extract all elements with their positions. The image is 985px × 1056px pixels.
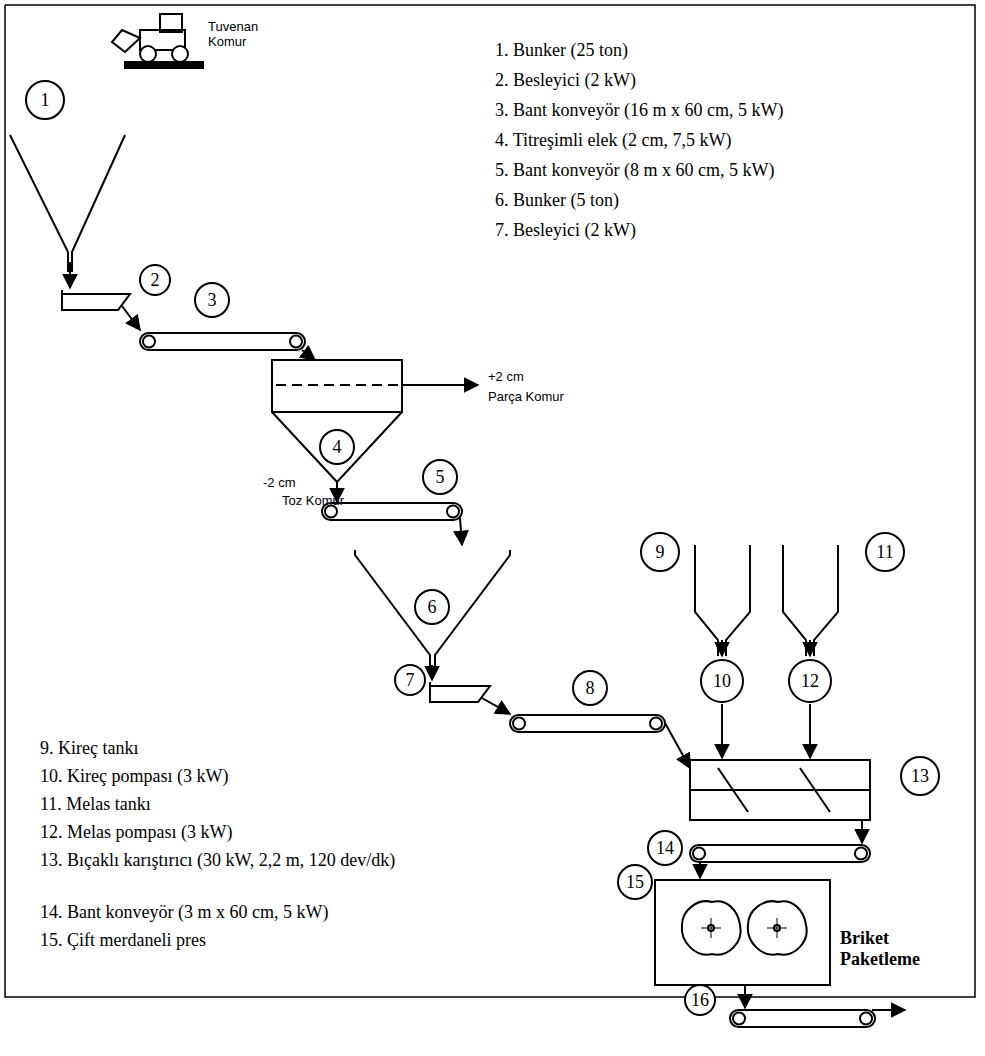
legend-item: 1. Bunker (25 ton) <box>495 40 628 61</box>
legend-item: 14. Bant konveyör (3 m x 60 cm, 5 kW) <box>40 902 328 923</box>
callout-text: 14 <box>647 830 683 866</box>
legend-item: 10. Kireç pompası (3 kW) <box>40 766 228 787</box>
callout-text: 16 <box>684 984 716 1016</box>
output-label: Briket Paketleme <box>840 928 960 969</box>
callout-text: 9 <box>640 532 680 572</box>
pump-circle: 10 <box>700 659 744 703</box>
legend-item: 13. Bıçaklı karıştırıcı (30 kW, 2,2 m, 1… <box>40 850 502 871</box>
callout-number: 7 <box>394 664 426 696</box>
callout-text: 7 <box>394 664 426 696</box>
callout-text: 3 <box>194 282 230 318</box>
callout-text: 13 <box>900 756 940 796</box>
callout-text: 10 <box>700 659 744 703</box>
pump-circle: 12 <box>788 659 832 703</box>
callout-number: 9 <box>640 532 680 572</box>
product-label: Parça Komur <box>488 390 564 405</box>
legend-item: 9. Kireç tankı <box>40 738 138 759</box>
callout-text: 5 <box>422 459 458 495</box>
callout-number: 16 <box>684 984 716 1016</box>
source-label: Tuvenan Komur <box>208 20 278 50</box>
callout-number: 3 <box>194 282 230 318</box>
callout-number: 2 <box>139 264 171 296</box>
product-label: -2 cm <box>263 476 296 491</box>
callout-number: 13 <box>900 756 940 796</box>
callout-number: 8 <box>572 670 608 706</box>
legend-item: 3. Bant konveyör (16 m x 60 cm, 5 kW) <box>495 100 783 121</box>
legend-item: 15. Çift merdaneli pres <box>40 930 206 951</box>
callout-number: 4 <box>319 429 355 465</box>
legend-item: 12. Melas pompası (3 kW) <box>40 822 232 843</box>
legend-item: 2. Besleyici (2 kW) <box>495 70 636 91</box>
legend-item: 7. Besleyici (2 kW) <box>495 220 636 241</box>
callout-text: 6 <box>414 589 450 625</box>
callout-number: 1 <box>25 80 65 120</box>
callout-text: 12 <box>788 659 832 703</box>
callout-number: 5 <box>422 459 458 495</box>
callout-text: 15 <box>617 864 653 900</box>
callout-text: 8 <box>572 670 608 706</box>
callout-text: 2 <box>139 264 171 296</box>
callout-text: 1 <box>25 80 65 120</box>
callout-number: 14 <box>647 830 683 866</box>
callout-number: 11 <box>865 532 905 572</box>
legend-item: 6. Bunker (5 ton) <box>495 190 619 211</box>
callout-number: 6 <box>414 589 450 625</box>
legend-item: 4. Titreşimli elek (2 cm, 7,5 kW) <box>495 130 731 151</box>
callout-text: 4 <box>319 429 355 465</box>
product-label: Toz Komur <box>282 494 344 509</box>
callout-text: 11 <box>865 532 905 572</box>
product-label: +2 cm <box>488 370 524 385</box>
legend-item: 11. Melas tankı <box>40 794 151 815</box>
legend-item: 5. Bant konveyör (8 m x 60 cm, 5 kW) <box>495 160 774 181</box>
callout-number: 15 <box>617 864 653 900</box>
